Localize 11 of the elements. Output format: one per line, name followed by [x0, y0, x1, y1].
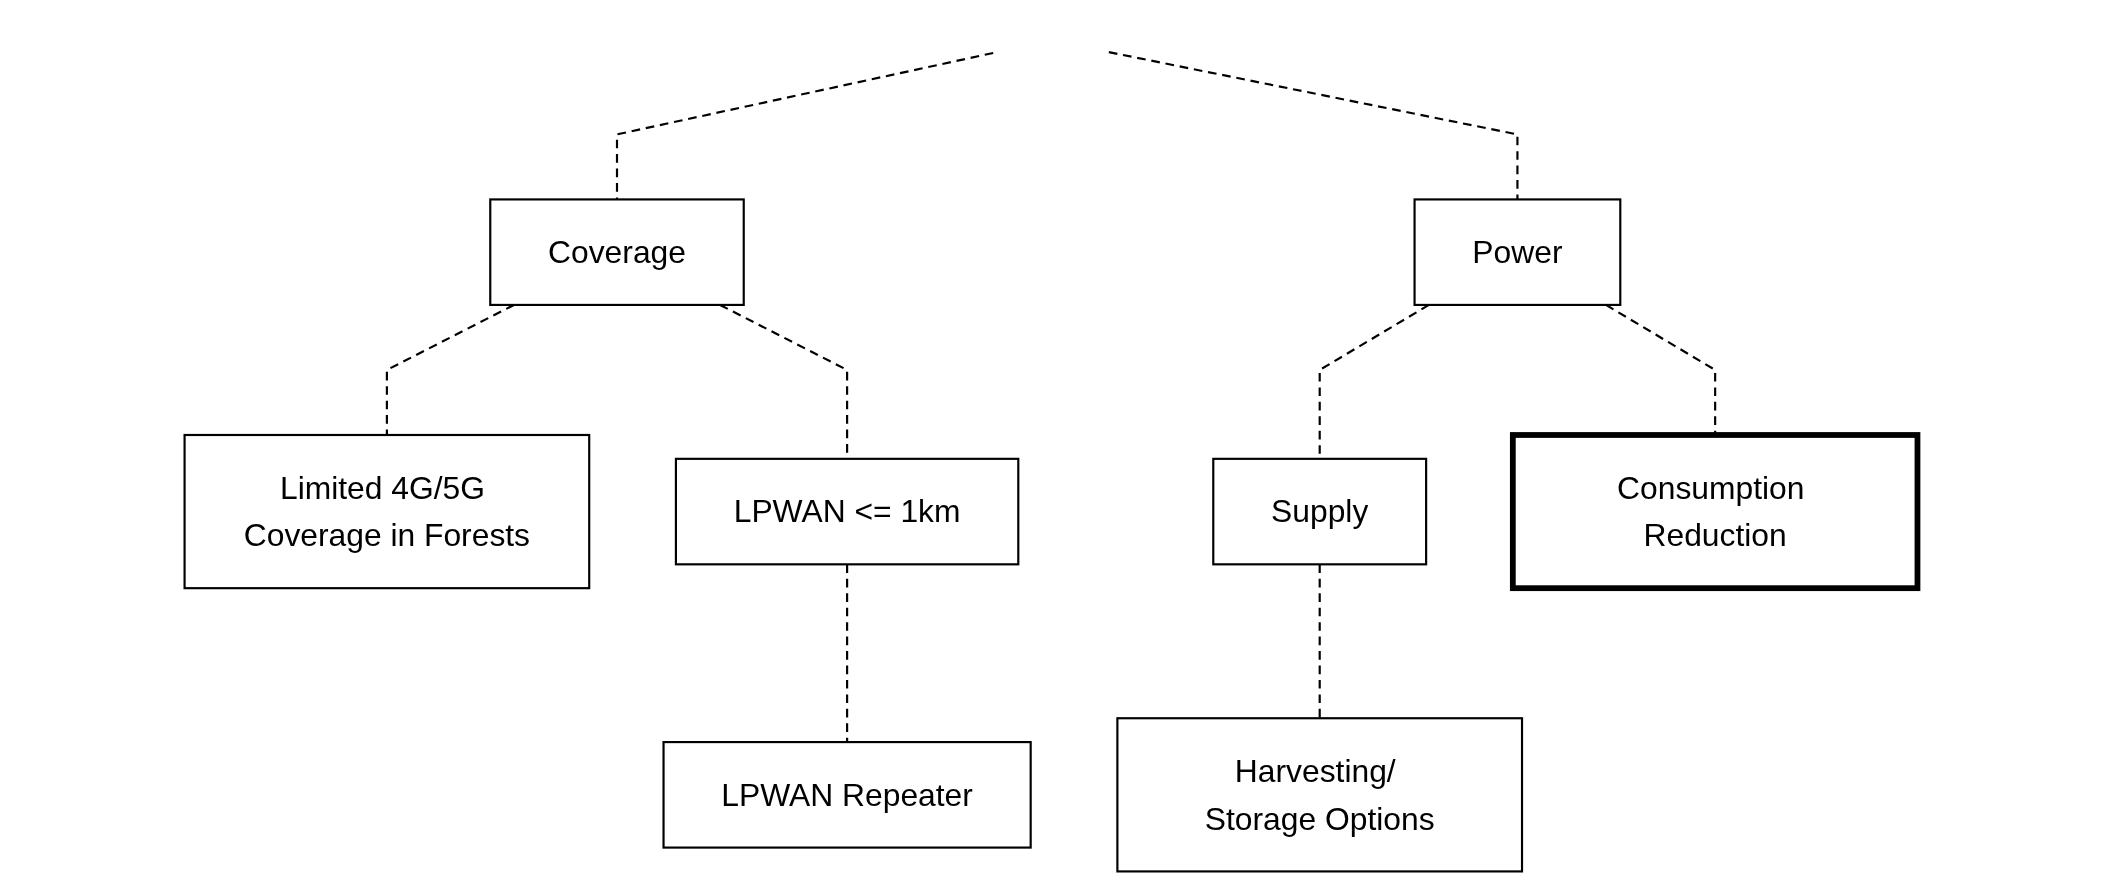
node-box: Limited 4G/5G Coverage in Forests — [183, 433, 591, 590]
node-box: Consumption Reduction — [1509, 432, 1921, 592]
node-box: Harvesting/ Storage Options — [1116, 717, 1524, 873]
connector — [1318, 564, 1321, 719]
connector — [1108, 51, 1519, 200]
node-box: LPWAN <= 1km — [674, 457, 1020, 566]
node-box: LPWAN Repeater — [662, 741, 1032, 849]
node-box: Coverage — [489, 198, 745, 306]
connector — [846, 564, 849, 743]
node-box: Power — [1413, 198, 1622, 306]
node-box: Supply — [1212, 457, 1428, 566]
